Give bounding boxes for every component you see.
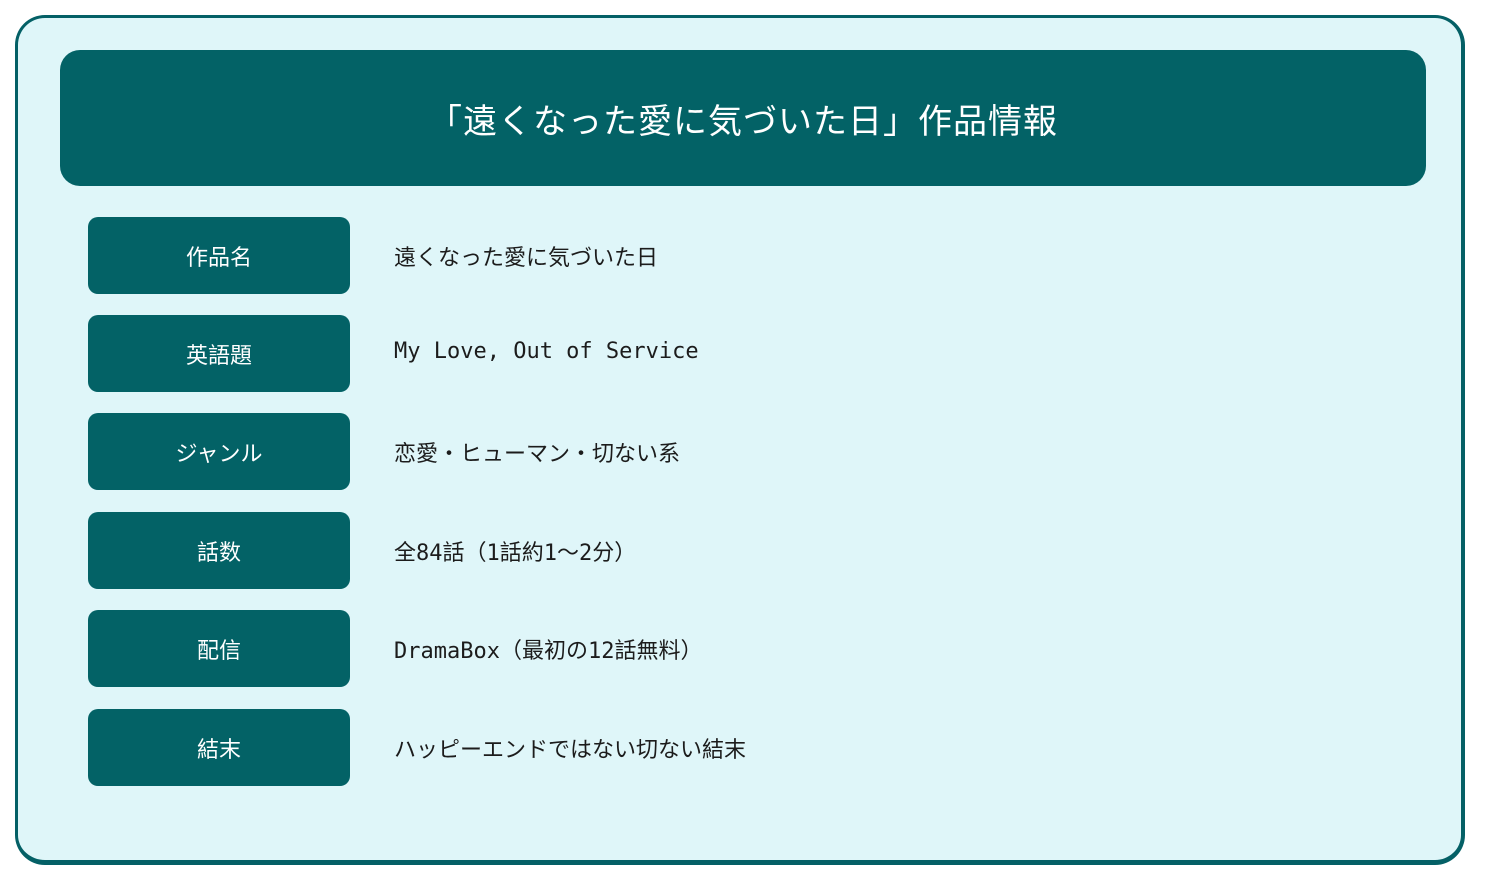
row-value: DramaBox（最初の12話無料） [394,638,703,664]
page-title: 「遠くなった愛に気づいた日」作品情報 [428,101,1058,142]
info-row-english-title: 英語題 My Love, Out of Service [88,315,699,392]
row-label: 作品名 [88,217,350,294]
info-row-episodes: 話数 全84話（1話約1～2分） [88,512,636,589]
row-label: ジャンル [88,413,350,490]
row-value: ハッピーエンドではない切ない結末 [394,737,747,763]
info-row-distribution: 配信 DramaBox（最初の12話無料） [88,610,702,687]
info-row-genre: ジャンル 恋愛・ヒューマン・切ない系 [88,413,680,490]
row-value: 遠くなった愛に気づいた日 [394,245,659,271]
row-label: 結末 [88,709,350,786]
title-banner: 「遠くなった愛に気づいた日」作品情報 [60,50,1426,186]
row-value: 全84話（1話約1～2分） [394,540,637,566]
row-value: My Love, Out of Service [394,339,699,364]
row-label: 英語題 [88,315,350,392]
row-label: 話数 [88,512,350,589]
row-value: 恋愛・ヒューマン・切ない系 [394,441,681,467]
info-row-ending: 結末 ハッピーエンドではない切ない結末 [88,709,746,786]
row-label: 配信 [88,610,350,687]
info-card: 「遠くなった愛に気づいた日」作品情報 作品名 遠くなった愛に気づいた日 英語題 … [15,15,1465,865]
info-row-title: 作品名 遠くなった愛に気づいた日 [88,217,658,294]
